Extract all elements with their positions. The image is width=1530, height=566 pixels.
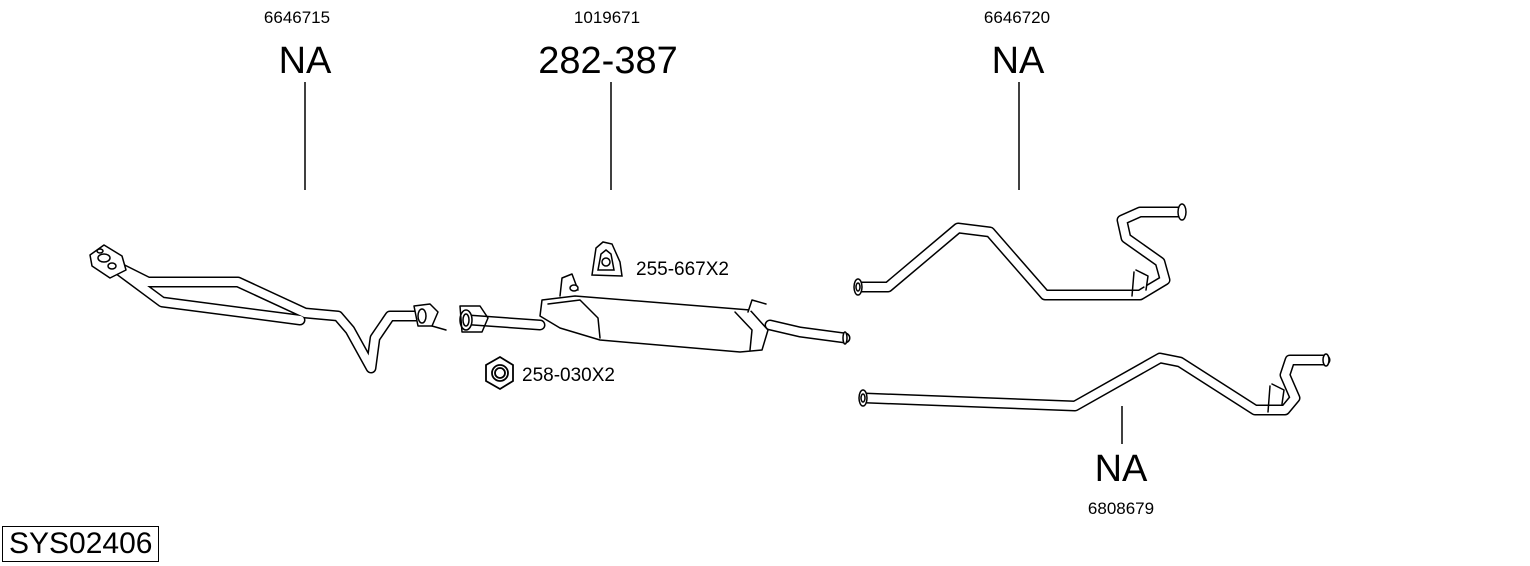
tail-pipe-lower-drawing [858, 352, 1331, 416]
part-number-part-3: NA [991, 40, 1045, 82]
accessory-label-hanger: 255-667X2 [636, 259, 729, 280]
oe-number-part-4: 6808679 [1087, 499, 1155, 518]
system-code: SYS02406 [2, 526, 160, 562]
accessory-label-nut: 258-030X2 [522, 365, 615, 386]
oe-number-part-2: 1019671 [573, 8, 641, 27]
part-number-part-4: NA [1094, 448, 1148, 490]
silencer-drawing [459, 273, 851, 353]
tail-pipe-upper-drawing [853, 203, 1187, 301]
front-pipe-drawing [89, 244, 447, 374]
part-number-part-1: NA [278, 40, 332, 82]
oe-number-part-1: 6646715 [263, 8, 331, 27]
hex-nut-icon [485, 355, 514, 391]
part-number-part-2: 282-387 [538, 40, 678, 82]
rubber-hanger-icon [591, 241, 623, 277]
oe-number-part-3: 6646720 [983, 8, 1051, 27]
